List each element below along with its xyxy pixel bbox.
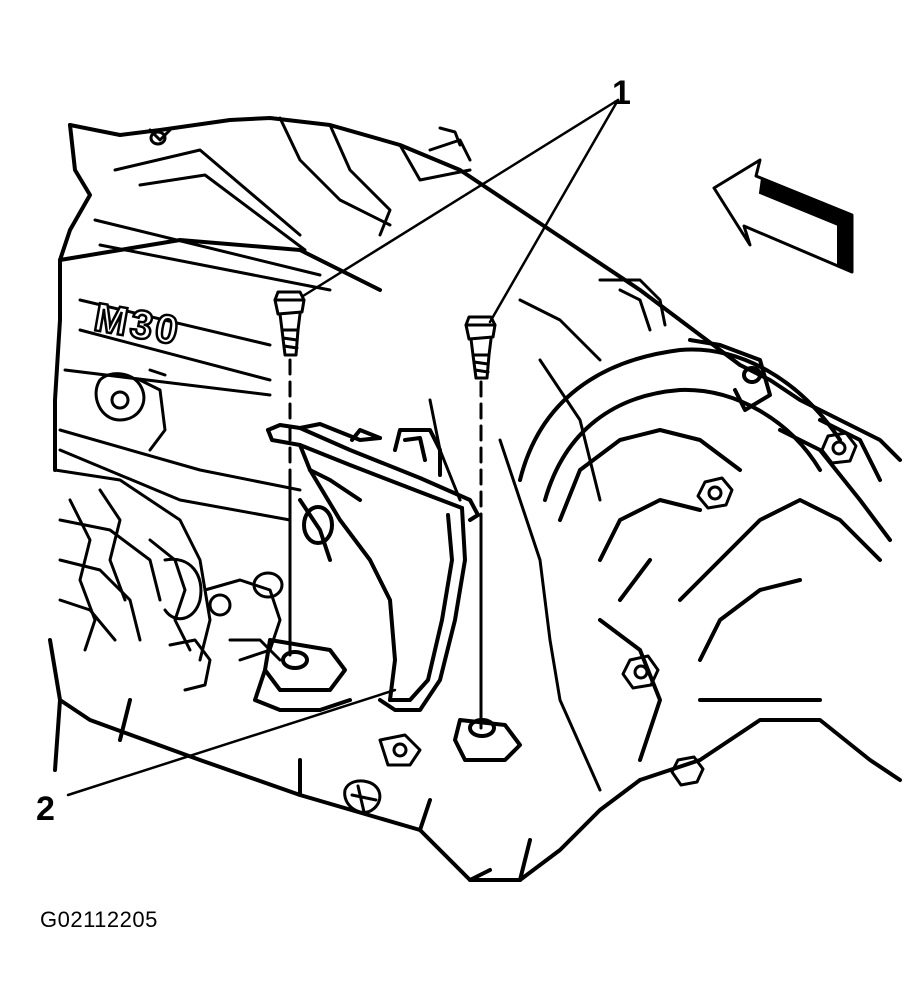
extension-bolts	[621, 431, 858, 787]
extension-housing	[518, 338, 892, 762]
pan-bolts	[343, 733, 422, 814]
case-marking: M30	[90, 294, 186, 355]
connector-area	[53, 368, 284, 692]
figure-id: G02112205	[40, 907, 158, 932]
view-direction-arrow-icon	[712, 158, 854, 274]
bracket	[253, 422, 522, 762]
case-marking-text: M30	[91, 295, 184, 353]
callout-2-label: 2	[36, 790, 55, 828]
mounting-bolt-left	[273, 290, 306, 357]
callout-1-label: 1	[612, 74, 631, 112]
mounting-bolt-right	[464, 315, 497, 380]
leader-lines	[66, 98, 620, 797]
installation-lines	[288, 358, 483, 730]
case-ribs	[58, 116, 667, 792]
